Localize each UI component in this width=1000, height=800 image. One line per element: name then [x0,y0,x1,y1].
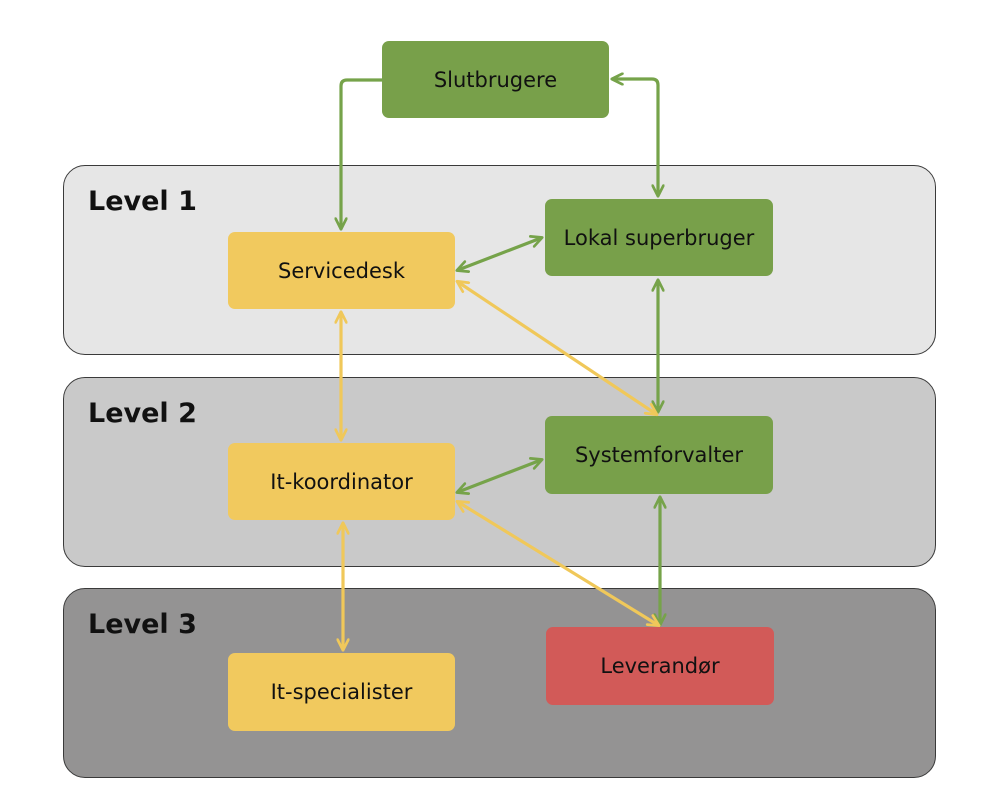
node-lokal-superbruger-label: Lokal superbruger [563,225,755,250]
node-systemforvalter[interactable]: Systemforvalter [545,416,773,494]
node-servicedesk[interactable]: Servicedesk [228,232,455,309]
node-leverandor[interactable]: Leverandør [546,627,774,705]
level-3-band: Level 3 [63,588,936,778]
node-it-koordinator[interactable]: It-koordinator [228,443,455,520]
level-3-label: Level 3 [88,609,197,640]
level-2-band: Level 2 [63,377,936,567]
node-leverandor-label: Leverandør [600,654,720,678]
node-lokal-superbruger[interactable]: Lokal superbruger [545,199,773,276]
node-servicedesk-label: Servicedesk [278,258,405,283]
level-1-label: Level 1 [88,186,197,217]
level-2-label: Level 2 [88,398,197,429]
level-1-band: Level 1 [63,165,936,355]
node-it-specialister[interactable]: It-specialister [228,653,455,731]
node-slutbrugere-label: Slutbrugere [433,67,558,92]
node-it-koordinator-label: It-koordinator [270,469,413,494]
node-systemforvalter-label: Systemforvalter [574,443,744,467]
node-it-specialister-label: It-specialister [270,680,413,704]
node-slutbrugere[interactable]: Slutbrugere [382,41,609,118]
